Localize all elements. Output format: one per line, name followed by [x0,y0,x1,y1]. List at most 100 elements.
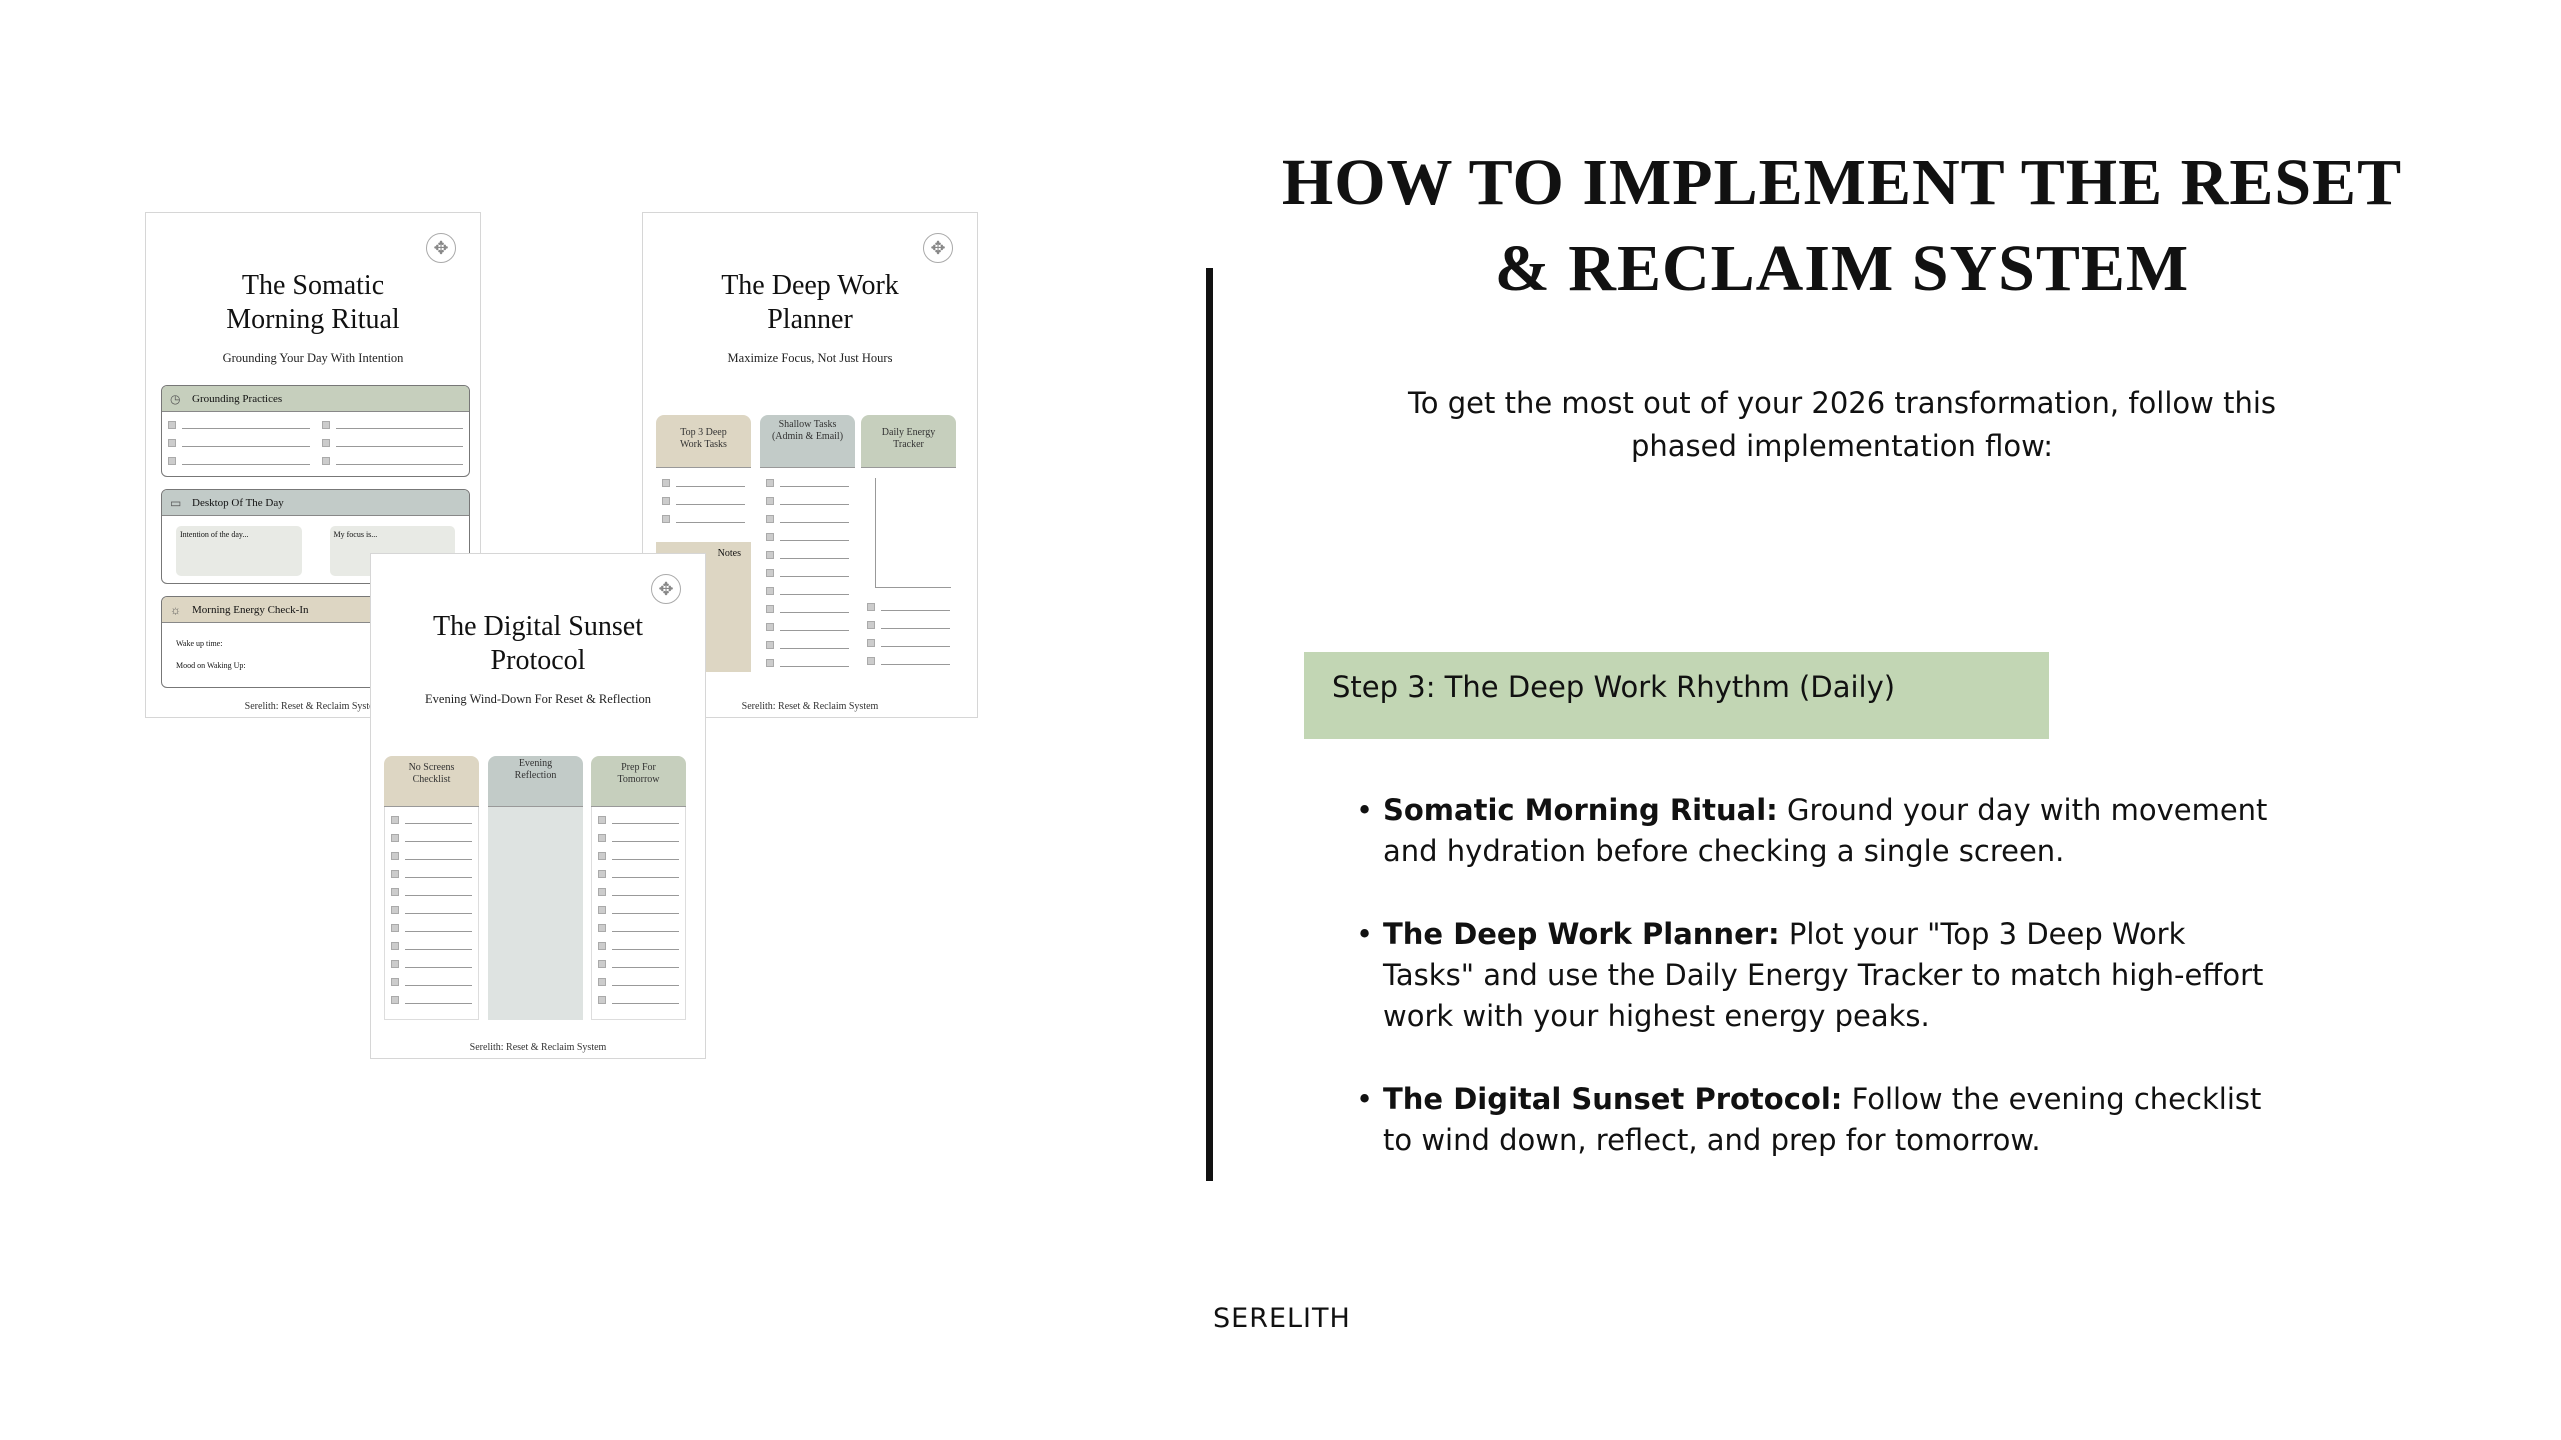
item-heading: The Deep Work Planner: [1383,917,1780,951]
checkbox-icon [766,515,774,523]
reflection-area [488,807,583,1020]
checkbox-icon [598,870,606,878]
write-line [780,539,849,541]
checkbox-icon [766,569,774,577]
page-title: HOW TO IMPLEMENT THE RESET & RECLAIM SYS… [1281,146,2403,305]
checkbox-icon [391,852,399,860]
checkbox-icon [391,924,399,932]
divider [1206,268,1213,1181]
write-line [780,593,849,595]
checklist-row [316,416,470,434]
write-line [405,876,472,878]
write-line [612,876,679,878]
checkbox-icon [598,816,606,824]
checkbox-icon [598,942,606,950]
write-line [612,984,679,986]
write-line [405,912,472,914]
checkbox-icon [598,978,606,986]
checkbox-icon [766,623,774,631]
write-line [881,609,950,611]
checklist-row [162,452,316,470]
write-line [780,575,849,577]
checklist-row [861,616,956,634]
checkbox-icon [598,834,606,842]
item-heading: Somatic Morning Ritual: [1383,793,1778,827]
checkbox-icon [321,457,330,465]
bullet-list: Somatic Morning Ritual: Ground your day … [1356,790,2276,1203]
write-line [182,463,310,465]
checkbox-icon [391,942,399,950]
write-line [780,557,849,559]
mood-label: Mood on Waking Up: [176,661,246,670]
checklist-row [385,811,478,829]
checklist-row [592,955,685,973]
compass-icon: ✥ [923,233,953,263]
checklist [861,588,956,670]
checkbox-icon [766,587,774,595]
checklist-row [316,434,470,452]
checkbox-icon [867,621,875,629]
checklist-row [592,829,685,847]
mockup-subtitle: Maximize Focus, Not Just Hours [727,351,893,365]
checklist [162,416,316,470]
checkbox-icon [766,479,774,487]
reflection-column: Evening Reflection [488,756,583,1020]
mockup-footer: Serelith: Reset & Reclaim System [741,701,879,712]
checklist-row [162,416,316,434]
checkbox-icon [766,605,774,613]
section-label: Morning Energy Check-In [192,604,309,616]
write-line [612,948,679,950]
checklist-row [592,919,685,937]
checklist-row [592,901,685,919]
checklist-row [760,546,855,564]
checkbox-icon [598,888,606,896]
mockup-subtitle: Grounding Your Day With Intention [222,351,404,365]
write-line [676,485,745,487]
no-screens-column: No Screens Checklist [384,756,479,1020]
checkbox-icon [766,659,774,667]
item-text: Follow the evening checklist to wind dow… [1383,1082,2262,1157]
checklist-row [760,654,855,672]
checklist-row [385,919,478,937]
write-line [612,858,679,860]
checkbox-icon [391,888,399,896]
column-header: Top 3 Deep Work Tasks [656,415,751,468]
checkbox-icon [766,551,774,559]
checklist-row [385,883,478,901]
checklist-row [592,847,685,865]
write-line [676,521,745,523]
checklist-row [760,564,855,582]
checkbox-icon [321,421,330,429]
energy-graph [875,478,951,588]
column-header: Shallow Tasks (Admin & Email) [760,415,855,468]
checkbox-icon [867,639,875,647]
write-line [881,663,950,665]
checklist-row [385,937,478,955]
checkbox-icon [867,603,875,611]
write-line [612,822,679,824]
checklist-row [592,811,685,829]
mockup-footer: Serelith: Reset & Reclaim System [469,1042,607,1053]
mockup-subtitle: Evening Wind-Down For Reset & Reflection [425,692,651,706]
mockup-footer: Serelith: Reset & Reclaim System [244,701,382,712]
column-header: Daily Energy Tracker [861,415,956,468]
write-line [780,485,849,487]
write-line [881,627,950,629]
write-line [780,665,849,667]
checklist-row [592,991,685,1009]
checklist [760,468,855,672]
checklist-row [656,474,751,492]
grounding-section: ◷Grounding Practices [161,385,470,477]
write-line [612,966,679,968]
write-line [676,503,745,505]
checkbox-icon [391,816,399,824]
checklist-row [760,600,855,618]
shallow-column: Shallow Tasks (Admin & Email) [760,415,855,672]
checklist-row [760,474,855,492]
write-line [780,629,849,631]
checklist-row [385,973,478,991]
write-line [182,445,310,447]
checklist [384,807,479,1020]
checklist-row [592,883,685,901]
write-line [405,948,472,950]
